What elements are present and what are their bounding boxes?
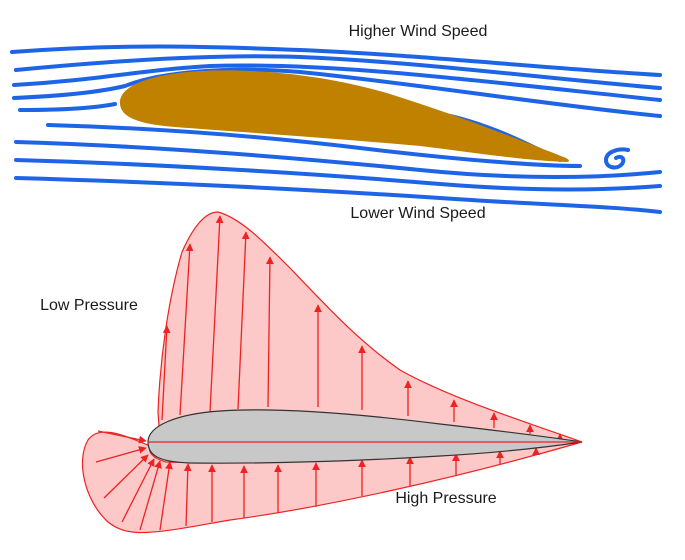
streamline-9 — [14, 176, 662, 214]
low-pressure-region — [157, 211, 583, 443]
streamline-2 — [14, 54, 662, 90]
arrow-up-3 — [209, 215, 224, 413]
pressure-arrows-upper — [161, 215, 564, 442]
streamline-4 — [12, 67, 662, 118]
streamline-1 — [10, 44, 662, 77]
streamline-5 — [18, 102, 117, 112]
streamline-8 — [14, 158, 662, 192]
arrow-up-1 — [161, 325, 171, 421]
arrow-lo-5 — [139, 460, 162, 531]
arrow-lo-7 — [183, 463, 192, 527]
arrow-lo-2 — [95, 446, 147, 463]
streamline-6 — [46, 123, 582, 168]
streamline-3 — [12, 63, 662, 102]
higher-wind-speed-label: Higher Wind Speed — [349, 23, 488, 40]
lower-wind-speed-label: Lower Wind Speed — [350, 205, 485, 222]
streamline-7 — [14, 140, 662, 179]
low-pressure-label: Low Pressure — [40, 297, 138, 314]
arrow-lo-1 — [97, 430, 147, 444]
arrow-up-5 — [266, 256, 274, 408]
streamlines — [10, 44, 662, 214]
airfoil-upper — [119, 70, 570, 162]
arrow-up-2 — [179, 243, 194, 416]
arrow-lo-4 — [121, 458, 155, 523]
vortex-curl — [603, 147, 630, 170]
arrow-lo-3 — [103, 454, 149, 499]
arrow-lo-6 — [159, 461, 173, 531]
arrow-up-4 — [237, 231, 250, 410]
high-pressure-label: High Pressure — [395, 490, 496, 507]
pressure-arrows-lower — [95, 430, 540, 531]
